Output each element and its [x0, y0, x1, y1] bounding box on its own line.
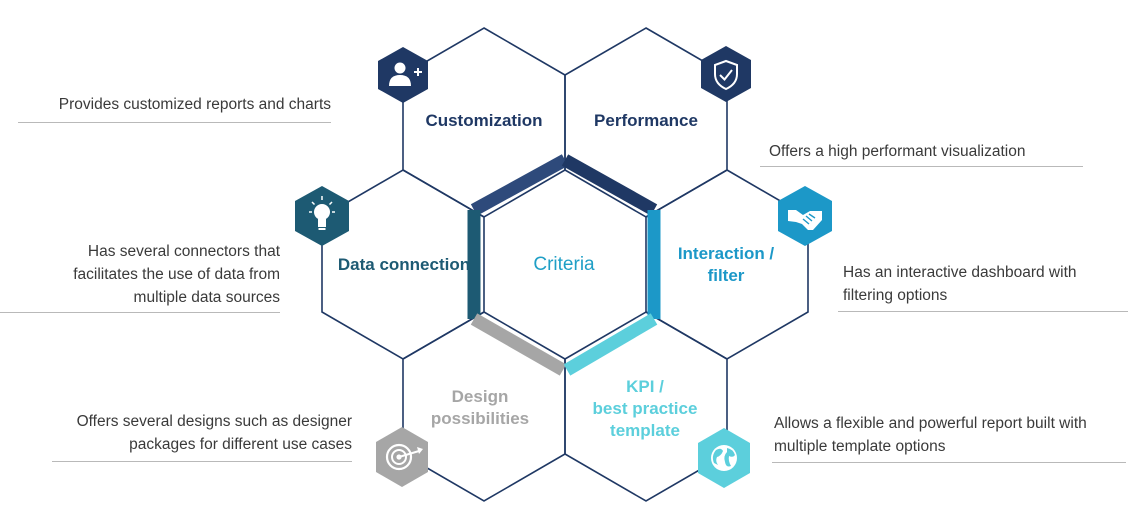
- description-line: multiple template options: [774, 438, 946, 455]
- description-line: packages for different use cases: [129, 436, 352, 453]
- performance-description: Offers a high performant visualization: [769, 140, 1099, 163]
- description-line: Offers a high performant visualization: [769, 143, 1026, 160]
- customization-label: Customization: [425, 111, 543, 130]
- center-criteria-label: Criteria: [533, 254, 595, 275]
- add-user-icon: [378, 47, 428, 103]
- kpi-label: KPI / best practice template: [592, 377, 698, 440]
- description-line: Has several connectors that: [87, 243, 280, 260]
- description-line: facilitates the use of data from: [73, 266, 280, 283]
- design-divider: [52, 461, 352, 462]
- description-line: filtering options: [843, 287, 948, 304]
- interaction-label: Interaction / filter: [677, 244, 775, 285]
- handshake-icon: [778, 186, 832, 246]
- border-customization: [470, 154, 569, 216]
- hex-kpi: [564, 311, 728, 502]
- data-connection-description: Has several connectors that facilitates …: [2, 240, 280, 309]
- data-connection-label: Data connection: [337, 255, 471, 274]
- design-description: Offers several designs such as designer …: [20, 410, 352, 456]
- description-line: Allows a flexible and powerful report bu…: [774, 415, 1087, 432]
- shield-check-icon: [701, 46, 751, 102]
- target-icon: [376, 427, 428, 487]
- border-kpi: [563, 313, 658, 376]
- data-connection-divider: [0, 312, 280, 313]
- performance-divider: [760, 166, 1083, 167]
- customization-divider: [18, 122, 331, 123]
- lightbulb-icon: [295, 186, 349, 246]
- description-line: Has an interactive dashboard with: [843, 264, 1077, 281]
- description-line: Offers several designs such as designer: [76, 413, 352, 430]
- border-design: [470, 313, 567, 376]
- performance-label: Performance: [594, 111, 698, 130]
- interaction-divider: [838, 311, 1128, 312]
- interaction-description: Has an interactive dashboard with filter…: [843, 261, 1133, 307]
- customization-description: Provides customized reports and charts: [18, 93, 331, 116]
- border-performance: [561, 154, 658, 216]
- description-line: Provides customized reports and charts: [58, 96, 331, 113]
- kpi-divider: [772, 462, 1126, 463]
- globe-icon: [698, 428, 750, 488]
- design-label: Design possibilities: [430, 387, 530, 428]
- kpi-description: Allows a flexible and powerful report bu…: [774, 412, 1136, 458]
- description-line: multiple data sources: [133, 289, 280, 306]
